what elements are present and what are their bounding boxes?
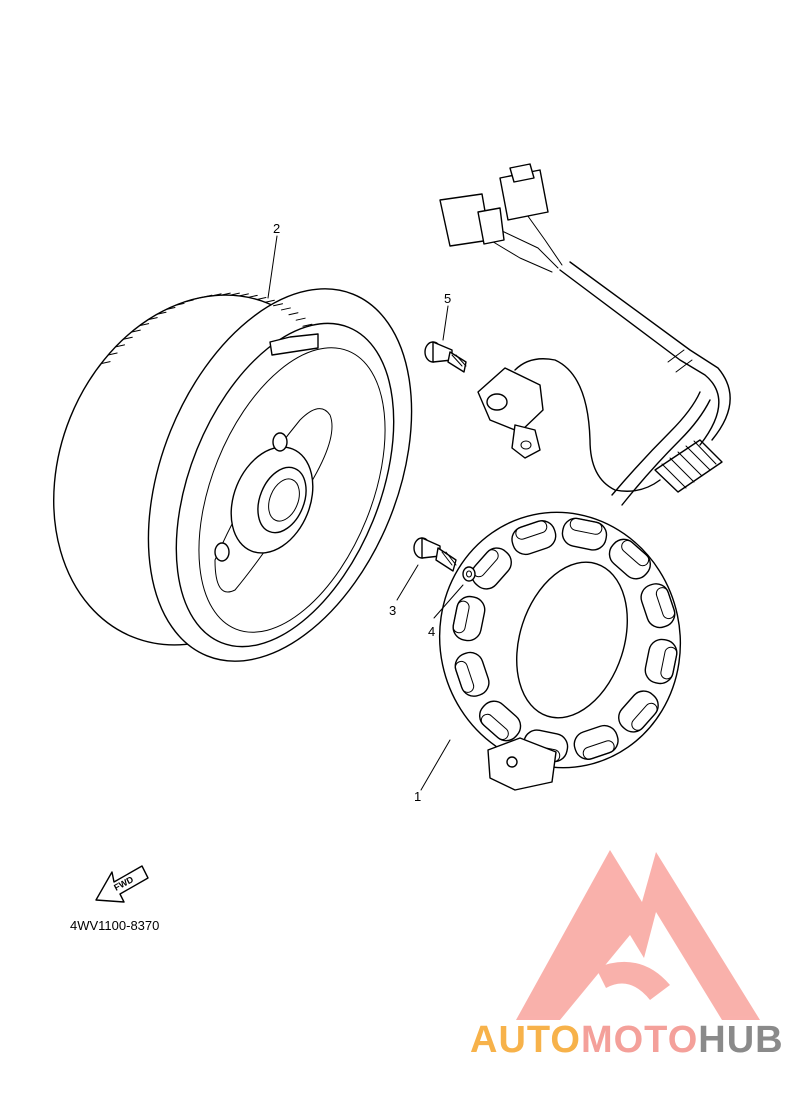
watermark-text: AUTOMOTOHUB [470, 1019, 784, 1061]
watermark-logo-icon [516, 850, 760, 1020]
stator-pole [573, 724, 619, 760]
stator-pole [608, 538, 651, 580]
stator-assembly [438, 163, 731, 791]
bolt-part-5 [424, 341, 467, 373]
callout-3: 3 [389, 603, 396, 618]
stator-pole [454, 651, 490, 697]
callout-1: 1 [414, 789, 421, 804]
callout-2: 2 [273, 221, 280, 236]
watermark-part-moto: MOTO [581, 1019, 698, 1061]
stator-pole [561, 517, 608, 551]
watermark-part-auto: AUTO [470, 1019, 581, 1061]
washer-part-4 [462, 566, 476, 582]
leader-lines [267, 235, 464, 791]
flywheel-rotor [53, 288, 413, 662]
stator-pole [644, 638, 678, 685]
stator-pole [618, 690, 659, 733]
fwd-arrow-icon: FWD [95, 865, 149, 903]
drawing-code: 4WV1100-8370 [70, 918, 159, 933]
stator-pole [452, 595, 486, 642]
watermark-part-hub: HUB [698, 1019, 783, 1061]
bolt-part-3 [413, 537, 457, 572]
stator-pole [479, 700, 522, 742]
callout-4: 4 [428, 624, 435, 639]
stator-pole [511, 520, 557, 556]
callout-5: 5 [444, 291, 451, 306]
stator-pole [640, 583, 676, 629]
